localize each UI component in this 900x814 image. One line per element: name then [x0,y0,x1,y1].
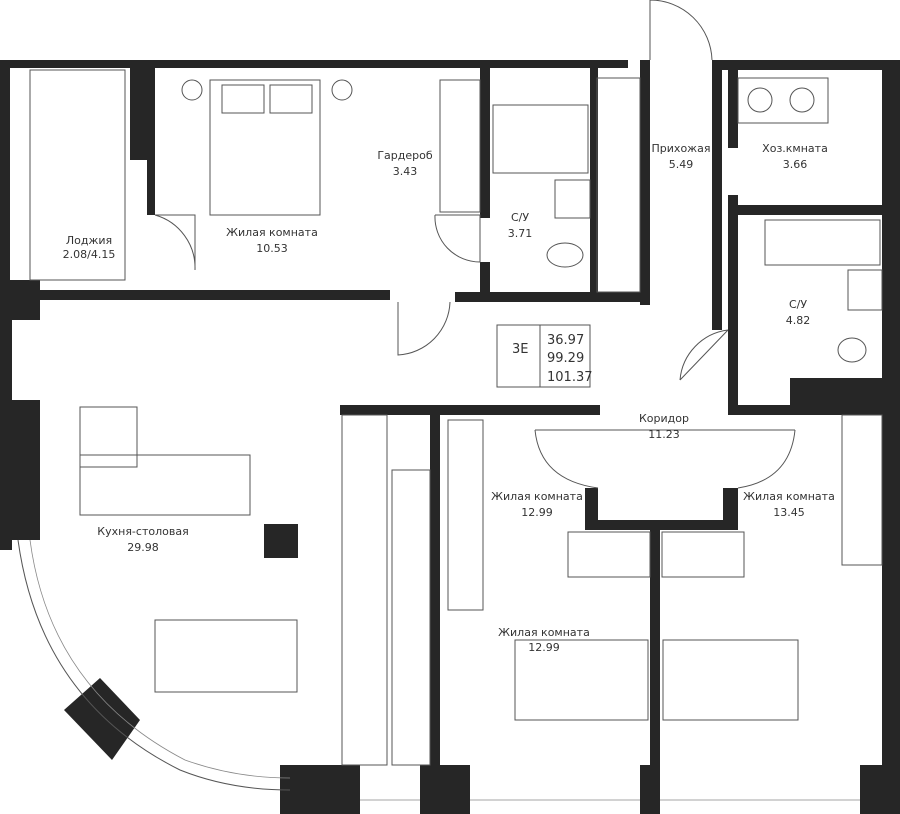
bed-2 [514,639,649,721]
room-name: С/У [789,298,807,311]
shower [492,104,589,174]
loggia-outline [29,69,126,281]
wardrobe [439,79,481,213]
room-area: 4.82 [786,314,811,327]
room-name: Хоз.кмната [762,142,828,155]
room-area: 12.99 [528,641,560,654]
sink [554,179,591,219]
room-name: Жилая комната [498,626,590,639]
walls [0,60,900,814]
desk-right [661,531,745,578]
furniture [29,69,883,766]
room-name: Прихожая [652,142,711,155]
column [264,524,298,558]
bathtub [764,219,881,266]
total-area: 99.29 [547,351,584,366]
room-name: Лоджия [66,234,112,247]
room-area: 10.53 [256,242,288,255]
room-area: 13.45 [773,506,805,519]
room-name: Гардероб [377,149,433,162]
kitchen-counter [341,414,388,766]
doors [154,0,796,489]
room-area: 3.66 [783,158,808,171]
desk-left [567,531,651,578]
toilet-2 [837,337,867,363]
room-name: Жилая комната [226,226,318,239]
room-area: 5.49 [669,158,694,171]
apartment-type: 3Е [512,342,529,357]
room-name: Кухня-столовая [97,525,188,538]
toilet [546,242,584,268]
room-area: 12.99 [521,506,553,519]
closet [596,77,641,293]
living-area: 36.97 [547,333,584,348]
room-name: С/У [511,211,529,224]
wardrobe-2 [447,419,484,611]
info-box [496,324,591,388]
total-area-with-loggia: 101.37 [547,370,593,385]
bed [209,79,321,216]
room-area: 29.98 [127,541,159,554]
curved-window [17,539,291,791]
wardrobe-3 [841,414,883,566]
sink-2 [847,269,883,311]
room-name: Жилая комната [743,490,835,503]
room-area: 3.43 [393,165,418,178]
room-area: 11.23 [648,428,680,441]
bed-3 [662,639,799,721]
room-name: Коридор [639,412,689,425]
sofa [79,406,138,468]
room-area: 3.71 [508,227,533,240]
washers [737,77,829,124]
room-name: Жилая комната [491,490,583,503]
room-labels: Лоджия 2.08/4.15 Жилая комната 10.53 Гар… [63,142,835,654]
dining-table [154,619,298,693]
room-area: 2.08/4.15 [63,248,116,261]
